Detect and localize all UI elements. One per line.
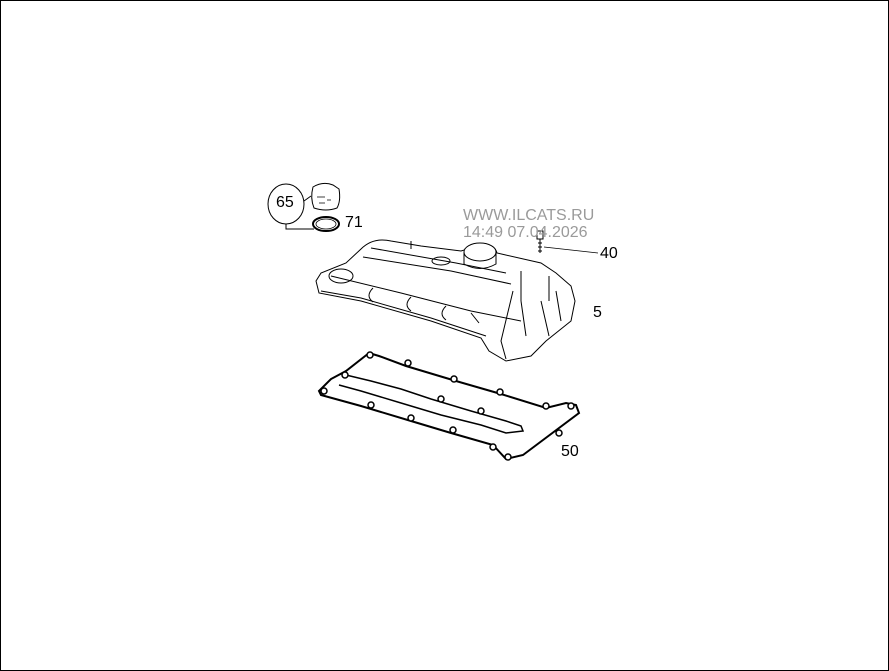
callout-40[interactable]: 40 <box>600 245 618 262</box>
callout-71[interactable]: 71 <box>345 214 363 231</box>
callout-50[interactable]: 50 <box>561 443 579 460</box>
watermark-site: WWW.ILCATS.RU <box>463 207 595 224</box>
bolt-drawing[interactable] <box>536 230 544 253</box>
callout-5[interactable]: 5 <box>593 304 602 321</box>
watermark: WWW.ILCATS.RU 14:49 07.04.2026 <box>463 207 595 242</box>
cap-drawing[interactable] <box>311 182 341 211</box>
cylinder-head-cover-drawing[interactable] <box>315 239 576 362</box>
leader-65 <box>285 195 314 230</box>
watermark-timestamp: 14:49 07.04.2026 <box>463 223 588 241</box>
leader-40 <box>543 246 599 254</box>
callout-65[interactable]: 65 <box>276 194 294 211</box>
seal-ring-drawing[interactable] <box>312 216 340 232</box>
gasket-drawing[interactable] <box>317 351 581 461</box>
